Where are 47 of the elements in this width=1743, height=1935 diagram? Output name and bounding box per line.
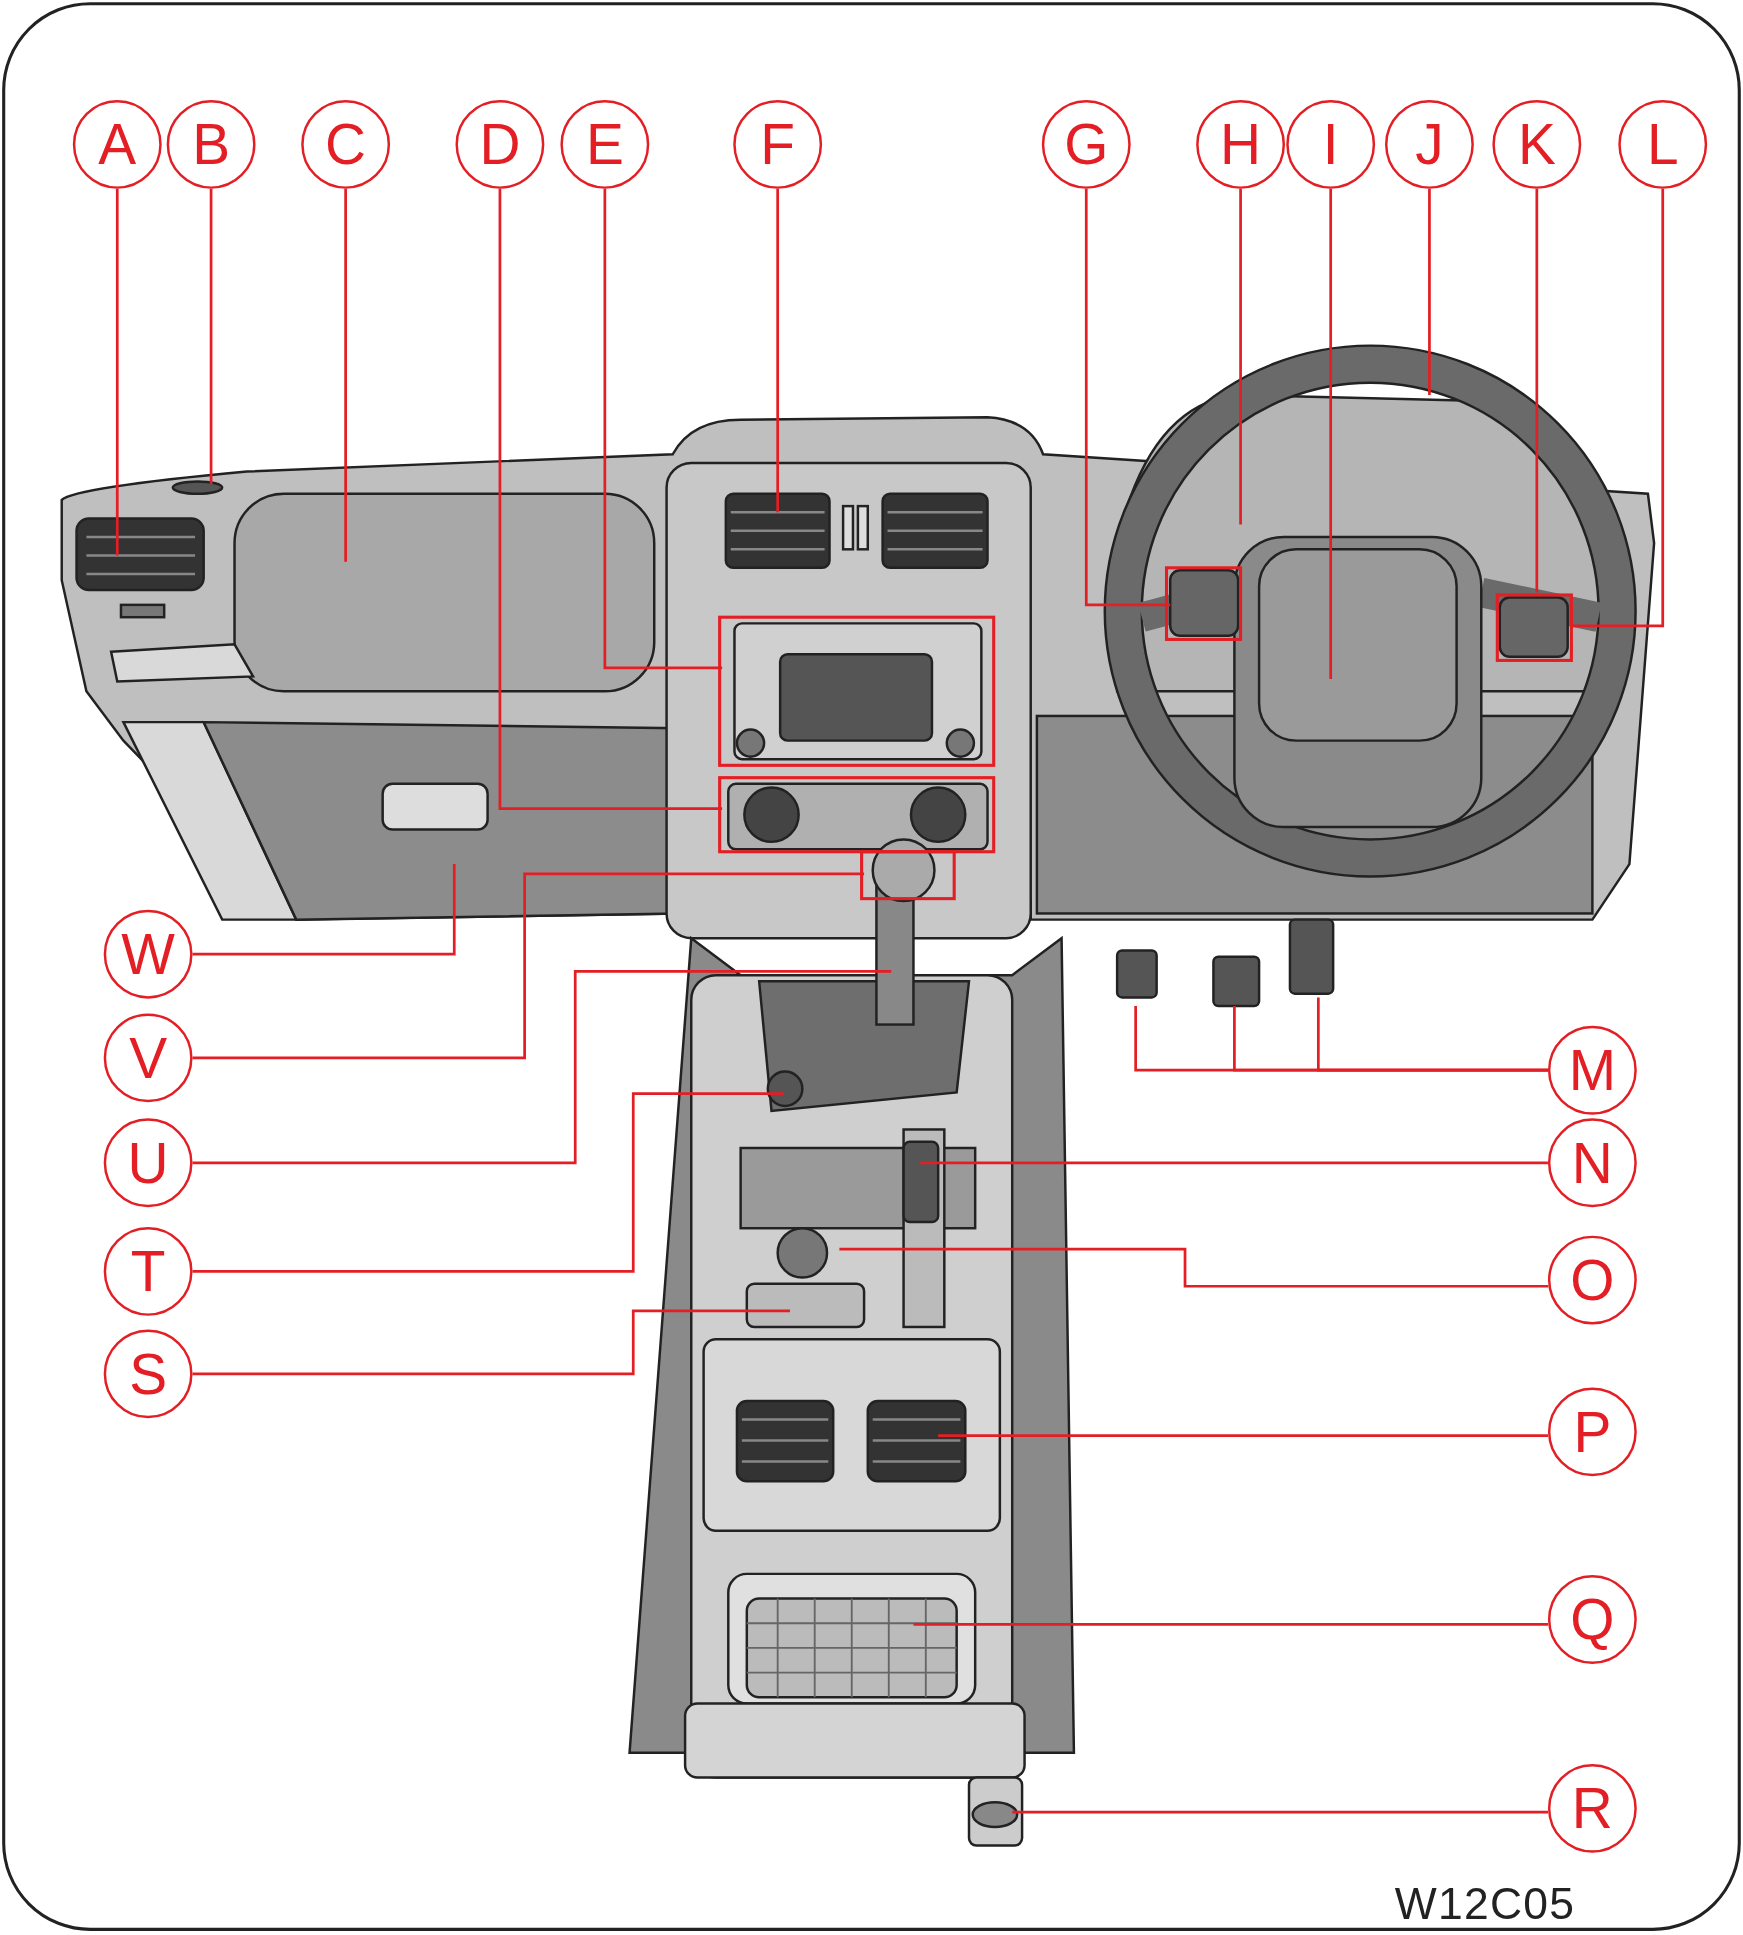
leader-line — [839, 1247, 1549, 1288]
callout-letter: H — [1196, 100, 1285, 189]
callout-letter: I — [1286, 100, 1376, 189]
leader-line — [603, 188, 723, 670]
leader-line — [1012, 1810, 1549, 1814]
callout-letter: N — [1547, 1118, 1637, 1208]
callout-letter: K — [1492, 100, 1582, 189]
leader-line — [192, 970, 892, 1165]
callout-letter: F — [733, 100, 823, 189]
leader-line — [776, 188, 780, 513]
callout-letter: P — [1547, 1387, 1637, 1477]
leader-line — [913, 1623, 1549, 1626]
callout-letter: A — [72, 100, 162, 189]
callout-letter: R — [1547, 1763, 1637, 1853]
leader-line — [1329, 188, 1333, 679]
leader-line — [1239, 188, 1242, 525]
leader-line — [192, 1309, 790, 1376]
leader-line — [1535, 188, 1539, 593]
leader-line — [192, 864, 456, 956]
callout-letter: B — [166, 100, 256, 189]
callout-letter: L — [1618, 100, 1708, 189]
callout-letter: Q — [1547, 1575, 1637, 1664]
leader-line — [192, 1092, 784, 1273]
callout-letter: W — [103, 909, 193, 999]
leader-line — [115, 188, 119, 556]
callout-letter: O — [1547, 1235, 1637, 1325]
callout-letter: G — [1041, 100, 1131, 189]
leader-line — [1317, 997, 1548, 1072]
callout-letter: T — [103, 1227, 193, 1316]
leader-line — [938, 1434, 1549, 1437]
leader-line — [919, 1161, 1548, 1165]
figure-code: W12C05 — [1394, 1878, 1576, 1931]
callout-letter: S — [103, 1329, 193, 1419]
leader-line — [192, 872, 865, 1060]
callout-letter: M — [1547, 1025, 1637, 1115]
leader-line — [1428, 188, 1431, 395]
callout-letter: V — [103, 1013, 193, 1103]
leader-line — [498, 188, 723, 810]
leader-line — [1084, 188, 1171, 607]
callout-letter: J — [1385, 100, 1474, 189]
leader-line — [344, 188, 347, 562]
callout-letter: C — [301, 100, 391, 189]
callout-letter: E — [560, 100, 650, 189]
callout-letter: D — [455, 100, 545, 189]
leader-line — [209, 188, 213, 484]
leader-line — [1571, 188, 1665, 628]
callout-letter: U — [103, 1118, 193, 1208]
